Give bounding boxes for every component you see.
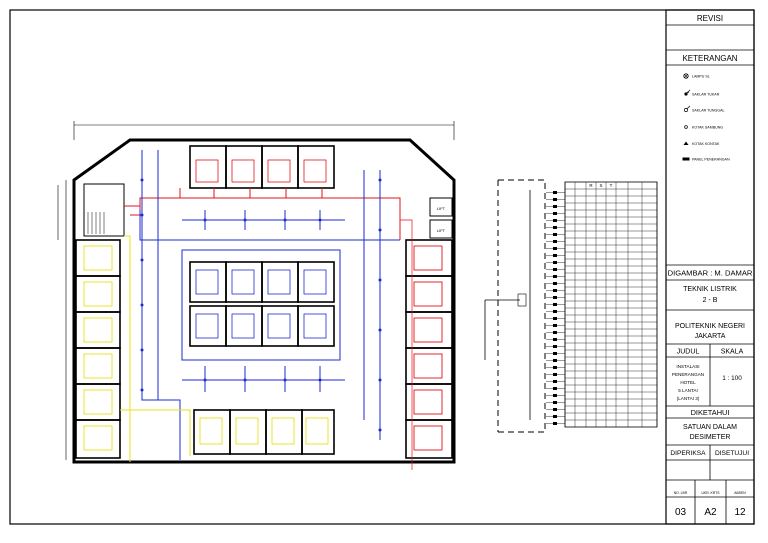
bottom-rooms <box>193 409 335 455</box>
breaker-mark <box>553 261 557 264</box>
center-rooms <box>189 261 335 347</box>
judul-line: 5 LANTAI <box>678 388 698 393</box>
legend-label-junction-box: KOTAK SAMBUNG <box>692 126 723 130</box>
breaker-mark <box>553 359 557 362</box>
ukr-kertas-label: UKR. KRTS <box>701 491 720 495</box>
breaker-mark <box>553 233 557 236</box>
legend: LAMPU SL SAKLAR TUKAR SAKLAR TUNGGAL KOT… <box>682 73 730 162</box>
judul-line: (LANTAI 3) <box>677 396 700 401</box>
schedule-header: T <box>610 183 613 188</box>
schedule-header: S <box>599 183 602 188</box>
breaker-mark <box>553 219 557 222</box>
no-lbr-value: 03 <box>675 507 687 518</box>
legend-label-single-switch: SAKLAR TUNGGAL <box>692 109 725 113</box>
breaker-mark <box>553 226 557 229</box>
left-rooms <box>75 239 121 459</box>
judul-line: PENERANGAN <box>672 372 704 377</box>
breaker-mark <box>553 240 557 243</box>
breaker-mark <box>553 394 557 397</box>
satuan-line2: DESIMETER <box>690 434 731 441</box>
breaker-mark <box>553 387 557 390</box>
breaker-mark <box>553 422 557 425</box>
right-rooms <box>405 239 453 459</box>
junction-box-icon <box>684 125 688 129</box>
judul-lines: INSTALASI PENERANGAN HOTEL 5 LANTAI (LAN… <box>672 364 704 401</box>
inner-core <box>181 249 341 361</box>
judul-line: HOTEL <box>680 380 696 385</box>
breaker-mark <box>553 205 557 208</box>
digambar-text: DIGAMBAR : M. DAMAR <box>668 269 753 278</box>
breaker-mark <box>553 331 557 334</box>
outlet-icon <box>683 141 689 145</box>
skala-value: 1 : 100 <box>722 375 742 382</box>
breaker-mark <box>553 408 557 411</box>
judul-label: JUDUL <box>677 349 700 356</box>
lift-label-2: LIFT <box>437 228 446 233</box>
breaker-mark <box>553 401 557 404</box>
outer-wall <box>72 138 456 464</box>
breaker-mark <box>553 317 557 320</box>
breaker-mark <box>553 268 557 271</box>
red-feeder <box>124 188 401 240</box>
breaker-mark <box>553 191 557 194</box>
absen-label: ABSEN <box>734 491 746 495</box>
disetujui-label: DISETUJUI <box>715 450 749 457</box>
absen-value: 12 <box>734 507 746 518</box>
legend-label-panel: PANEL PENERANGAN <box>692 158 730 162</box>
title-block: REVISI KETERANGAN LAMPU SL SAKLAR TUKAR … <box>665 9 755 525</box>
keterangan-heading: KETERANGAN <box>682 54 737 63</box>
top-rooms <box>189 145 335 189</box>
breaker-mark <box>553 198 557 201</box>
breaker-mark <box>553 275 557 278</box>
yellow-feeder <box>120 235 191 462</box>
breaker-mark <box>553 296 557 299</box>
breaker-mark <box>553 282 557 285</box>
lift-label-1: LIFT <box>437 206 446 211</box>
legend-label-outlet: KOTAK KONTAK <box>692 142 720 146</box>
diketahui-label: DIKETAHUI <box>691 408 730 417</box>
skala-label: SKALA <box>721 349 744 356</box>
lift-box-1 <box>429 197 453 217</box>
breaker-mark <box>553 303 557 306</box>
legend-label-double-switch: SAKLAR TUKAR <box>692 93 720 97</box>
school-line2: JAKARTA <box>695 333 726 340</box>
single-switch-icon <box>684 105 691 112</box>
breaker-mark <box>553 373 557 376</box>
panel-icon <box>682 157 690 161</box>
breaker-mark <box>553 415 557 418</box>
judul-line: INSTALASI <box>676 364 699 369</box>
sheet-border <box>9 9 755 525</box>
breaker-mark <box>553 338 557 341</box>
breaker-mark <box>553 289 557 292</box>
blue-circuit <box>139 150 400 460</box>
load-schedule-table: R S T <box>546 181 658 428</box>
breaker-mark <box>553 352 557 355</box>
legend-label-lamp: LAMPU SL <box>692 75 710 79</box>
single-line-diagram <box>484 179 546 433</box>
lift-box-2 <box>429 219 453 239</box>
floor-plan: LIFT LIFT <box>57 121 456 470</box>
diperiksa-label: DIPERIKSA <box>670 450 706 457</box>
class-line2: 2 - B <box>703 297 718 304</box>
no-lbr-label: NO. LBR <box>674 491 688 495</box>
lamp-icon <box>683 73 689 79</box>
breaker-mark <box>553 345 557 348</box>
breaker-mark <box>553 247 557 250</box>
schedule-frame <box>564 181 658 428</box>
school-line1: POLITEKNIK NEGERI <box>675 323 745 330</box>
breaker-mark <box>553 366 557 369</box>
ukr-kertas-value: A2 <box>704 507 717 518</box>
breaker-mark <box>553 380 557 383</box>
double-switch-icon <box>684 89 691 96</box>
satuan-line1: SATUAN DALAM <box>683 424 737 431</box>
schedule-header: R <box>589 183 593 188</box>
class-line1: TEKNIK LISTRIK <box>683 286 737 293</box>
breaker-mark <box>553 212 557 215</box>
breaker-mark <box>553 254 557 257</box>
breaker-mark <box>553 310 557 313</box>
breaker-mark <box>553 324 557 327</box>
revisi-heading: REVISI <box>697 14 723 23</box>
